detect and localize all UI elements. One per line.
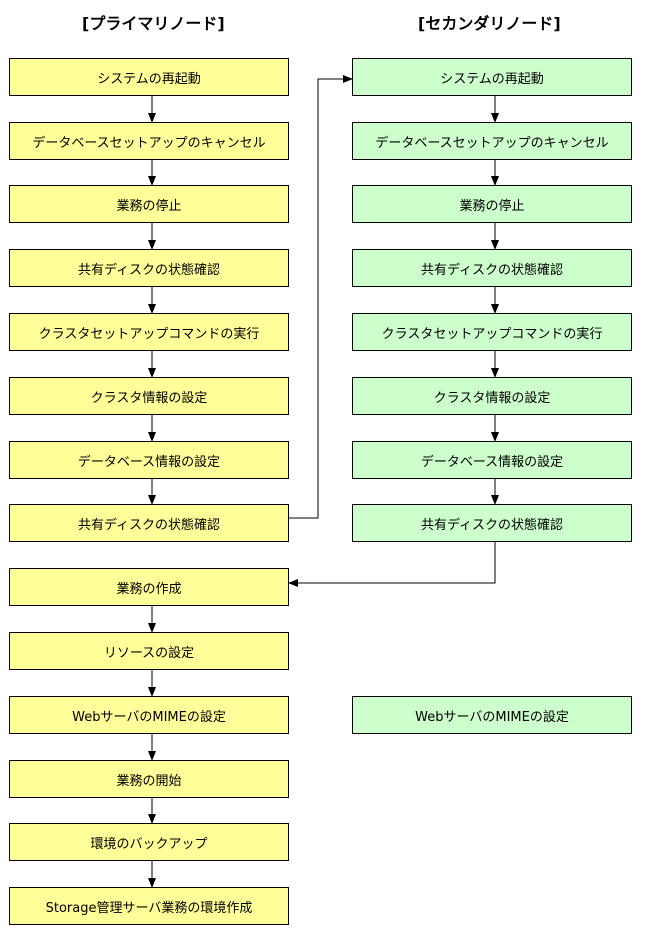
primary-step-web-mime-setting: WebサーバのMIMEの設定 — [9, 696, 289, 734]
arrow-primary-to-secondary — [289, 75, 353, 519]
secondary-step-cluster-setup-command: クラスタセットアップコマンドの実行 — [352, 313, 632, 351]
primary-step-storage-server-env-create: Storage管理サーバ業務の環境作成 — [9, 887, 289, 925]
primary-step-system-restart: システムの再起動 — [9, 58, 289, 96]
secondary-step-web-mime-setting: WebサーバのMIMEの設定 — [352, 696, 632, 734]
primary-step-environment-backup: 環境のバックアップ — [9, 823, 289, 861]
primary-step-shared-disk-check-2: 共有ディスクの状態確認 — [9, 504, 289, 542]
secondary-step-db-setup-cancel: データベースセットアップのキャンセル — [352, 122, 632, 160]
primary-step-create-business: 業務の作成 — [9, 568, 289, 606]
secondary-step-stop-business: 業務の停止 — [352, 185, 632, 223]
secondary-node-header: [セカンダリノード] — [418, 14, 561, 33]
arrow-secondary-to-primary — [288, 542, 496, 587]
secondary-step-system-restart: システムの再起動 — [352, 58, 632, 96]
primary-step-db-info-setting: データベース情報の設定 — [9, 441, 289, 479]
secondary-step-db-info-setting: データベース情報の設定 — [352, 441, 632, 479]
primary-node-header: [プライマリノード] — [82, 14, 225, 33]
primary-step-stop-business: 業務の停止 — [9, 185, 289, 223]
secondary-step-cluster-info-setting: クラスタ情報の設定 — [352, 377, 632, 415]
